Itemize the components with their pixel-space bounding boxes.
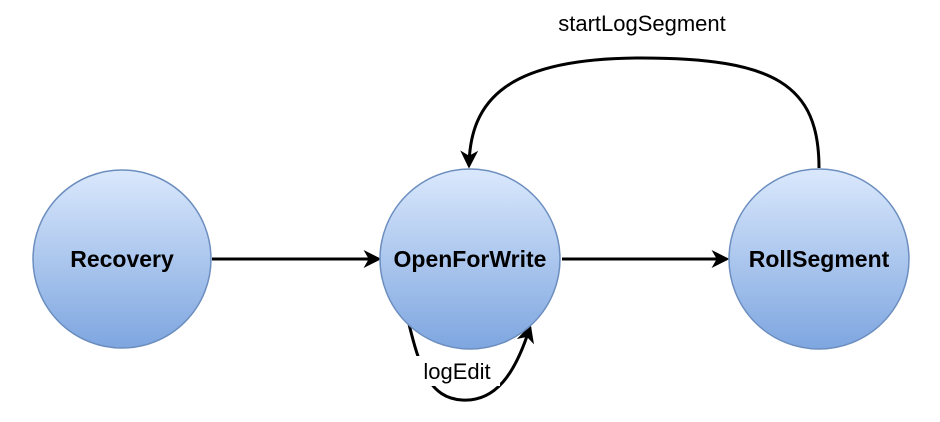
node-roll-segment-label: RollSegment [749,246,890,272]
edge-roll-to-open-start-log-segment [460,56,821,169]
node-roll-segment[interactable]: RollSegment [728,168,910,350]
edge-label-bg [414,356,500,386]
edge-label-start-log-segment: startLogSegment [558,11,726,36]
node-recovery[interactable]: Recovery [32,169,212,349]
node-open-for-write[interactable]: OpenForWrite [379,168,561,350]
node-recovery-label: Recovery [70,246,174,272]
edge-label-log-edit: logEdit [423,359,490,384]
node-open-for-write-label: OpenForWrite [394,246,547,272]
